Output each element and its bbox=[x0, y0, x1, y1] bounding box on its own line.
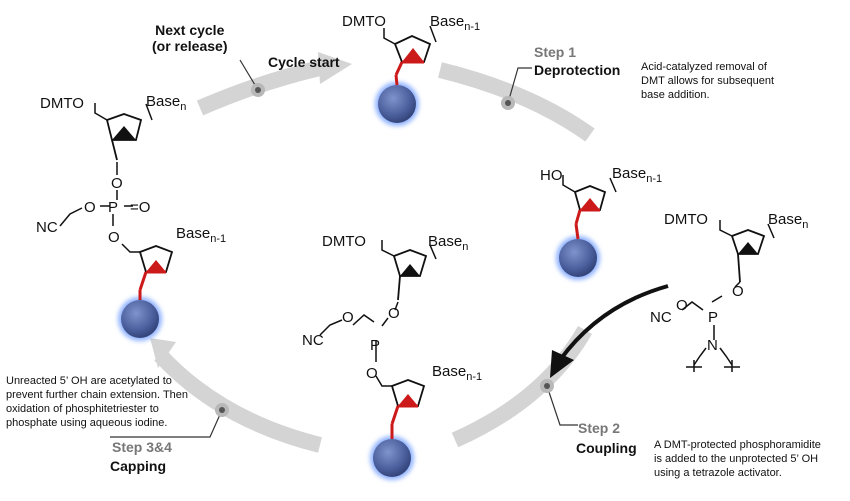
step34-name: Capping bbox=[110, 458, 166, 474]
label-base-ho: Basen-1 bbox=[612, 165, 662, 185]
step2-name: Coupling bbox=[576, 440, 637, 456]
step1-desc-line: DMT allows for subsequent bbox=[641, 75, 775, 88]
arc-top-right bbox=[438, 62, 595, 142]
step1-label: Step 1 bbox=[534, 44, 577, 60]
step2-desc-line: A DMT-protected phosphoramidite bbox=[654, 439, 821, 451]
label-eqo-left: =O bbox=[130, 199, 150, 216]
label-n-amidite: N bbox=[707, 337, 718, 354]
label-o1-left: O bbox=[111, 175, 123, 192]
label-nc-left: NC bbox=[36, 219, 58, 236]
label-p-mid: P bbox=[370, 337, 380, 354]
label-base-mid: Basen bbox=[428, 233, 468, 253]
label-ho: HO bbox=[540, 167, 563, 184]
step1-description: Acid-catalyzed removal of DMT allows for… bbox=[641, 60, 774, 102]
step34-desc-line: Unreacted 5’ OH are acetylated to bbox=[6, 375, 172, 387]
step2-desc-line: is added to the unprotected 5’ OH bbox=[654, 453, 819, 466]
label-o3-mid: O bbox=[366, 365, 378, 382]
step34-label: Step 3&4 bbox=[112, 439, 172, 455]
next-cycle-label: Next cycle (or release) bbox=[152, 22, 227, 54]
callouts bbox=[110, 59, 578, 438]
label-base-top: Basen-1 bbox=[430, 13, 480, 33]
label-dmto-top: DMTO bbox=[342, 13, 386, 30]
label-p-left: P bbox=[108, 199, 118, 216]
next-cycle-line-1: Next cycle bbox=[155, 22, 225, 38]
label-p-amidite: P bbox=[708, 309, 718, 326]
step34-description: Unreacted 5’ OH are acetylated to preven… bbox=[6, 374, 188, 430]
label-base-mid-lower: Basen-1 bbox=[432, 363, 482, 383]
label-base-left-lower: Basen-1 bbox=[176, 225, 226, 245]
arc-bottom-right bbox=[451, 325, 592, 448]
arc-bottom-left bbox=[154, 349, 322, 453]
chem-labels: DMTO Basen-1 HO Basen-1 DMTO Basen O NC … bbox=[36, 13, 808, 383]
step34-desc-line: prevent further chain extension. Then bbox=[6, 389, 189, 402]
label-dmto-left: DMTO bbox=[40, 95, 84, 112]
step2-desc-line: using a tetrazole activator. bbox=[654, 467, 782, 480]
label-o2-mid: O bbox=[342, 309, 354, 326]
step1-name: Deprotection bbox=[534, 62, 621, 78]
label-o1-mid: O bbox=[388, 305, 400, 322]
label-dmto-mid: DMTO bbox=[322, 233, 366, 250]
callout-dots bbox=[215, 83, 554, 417]
label-o2-left: O bbox=[84, 199, 96, 216]
label-dmto-amidite: DMTO bbox=[664, 211, 708, 228]
bonds bbox=[59, 25, 775, 387]
label-o-amidite: O bbox=[732, 283, 744, 300]
label-nc-amidite: NC bbox=[650, 309, 672, 326]
label-base-left: Basen bbox=[146, 93, 186, 113]
wedge-bonds bbox=[112, 48, 758, 406]
label-o3-left: O bbox=[108, 229, 120, 246]
arc-arrowhead-bottom bbox=[150, 338, 176, 368]
step2-description: A DMT-protected phosphoramidite is added… bbox=[654, 438, 821, 480]
step34-desc-line: phosphate using aqueous iodine. bbox=[6, 417, 168, 430]
label-nc-mid: NC bbox=[302, 332, 324, 349]
label-o2-amidite: O bbox=[676, 297, 688, 314]
cycle-arc bbox=[154, 60, 595, 453]
step1-desc-line: base addition. bbox=[641, 89, 710, 102]
cycle-start-label: Cycle start bbox=[268, 54, 340, 70]
solid-support-beads bbox=[118, 74, 600, 480]
step1-desc-line: Acid-catalyzed removal of bbox=[641, 61, 767, 73]
coupling-arrowhead bbox=[550, 350, 574, 378]
step2-label: Step 2 bbox=[578, 420, 621, 436]
label-base-amidite: Basen bbox=[768, 211, 808, 231]
next-cycle-line-2: (or release) bbox=[152, 38, 228, 55]
coupling-arrow bbox=[558, 284, 669, 362]
step34-desc-line: oxidation of phosphitetriester to bbox=[6, 403, 159, 416]
arc-arrowhead-top bbox=[318, 52, 352, 84]
